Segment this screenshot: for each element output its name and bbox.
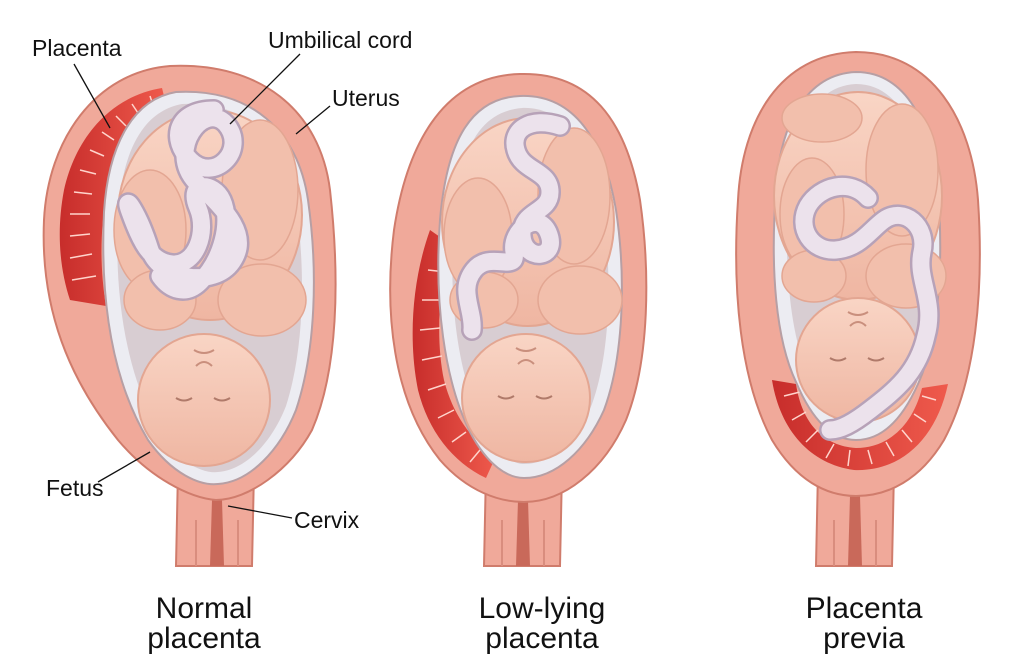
- cervix-leader-line: [227, 505, 293, 519]
- caption-line-2: placenta: [485, 622, 599, 655]
- caption-line-1: Low-lying: [479, 592, 606, 625]
- placenta: [412, 230, 496, 478]
- umbilical-cord-leader-line: [229, 53, 301, 125]
- placenta-leader-line: [73, 63, 111, 129]
- fetus-leader-line: [97, 451, 151, 483]
- panel-normal-placenta: [42, 64, 337, 567]
- umbilical-cord-label: Umbilical cord: [268, 27, 412, 53]
- uterus-leader-line: [295, 105, 331, 135]
- caption-low-lying-placenta: Low-lying placenta: [479, 592, 606, 655]
- fetus-label: Fetus: [46, 475, 104, 501]
- caption-line-2: previa: [823, 622, 905, 655]
- placenta-label: Placenta: [32, 35, 122, 61]
- caption-placenta-previa: Placenta previa: [806, 592, 923, 655]
- caption-normal-placenta: Normal placenta: [147, 592, 261, 655]
- placenta: [772, 380, 948, 471]
- panel-placenta-previa: [735, 50, 981, 567]
- panel-low-lying-placenta: [389, 72, 648, 567]
- uterus-label: Uterus: [332, 85, 400, 111]
- caption-line-1: Normal: [156, 592, 253, 625]
- caption-line-2: placenta: [147, 622, 261, 655]
- cervix-label: Cervix: [294, 507, 360, 533]
- caption-line-1: Placenta: [806, 592, 923, 625]
